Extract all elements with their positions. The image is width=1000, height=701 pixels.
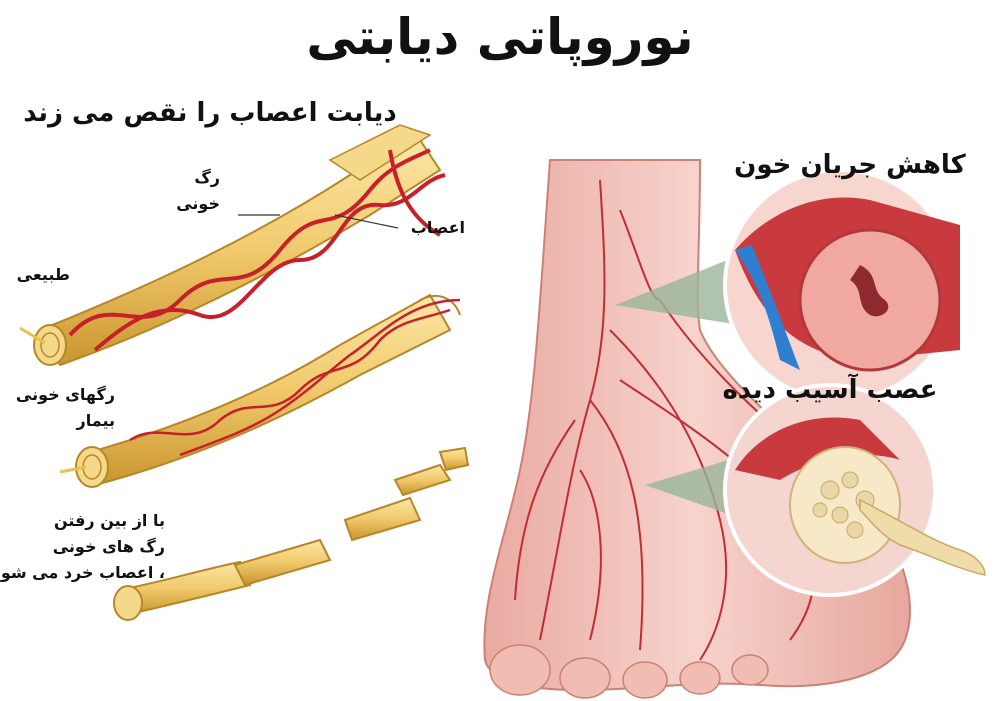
label-normal: طبیعی xyxy=(16,265,70,284)
diseased-nerve xyxy=(59,293,461,488)
label-vessel: رگ خونی xyxy=(176,168,220,213)
page-title: نوروپاتی دیابتی xyxy=(306,8,694,66)
label-leaders xyxy=(238,214,399,229)
diseased-vessels xyxy=(129,298,461,457)
nerve-pointer xyxy=(645,455,745,520)
normal-nerve xyxy=(19,124,442,367)
label-nerve-loss: با از بین رفتن رگ های خونی ، اعصاب خرد م… xyxy=(0,511,165,582)
fragmented-nerve xyxy=(113,446,470,621)
subtitle: دیابت اعصاب را نقص می زند xyxy=(23,98,397,128)
label-damaged-nerve: عصب آسیب دیده xyxy=(722,375,938,405)
label-diseased-vessels: رگهای خونی بیمار xyxy=(15,385,115,430)
normal-vessels xyxy=(68,148,446,352)
label-reduced-flow: کاهش جریان خون xyxy=(734,150,966,180)
vessel-crosssection-circle xyxy=(723,168,960,402)
flow-pointer xyxy=(615,255,740,325)
label-nerves: اعصاب xyxy=(410,218,465,237)
toes xyxy=(489,644,769,699)
damaged-nerve-circle xyxy=(723,383,986,597)
